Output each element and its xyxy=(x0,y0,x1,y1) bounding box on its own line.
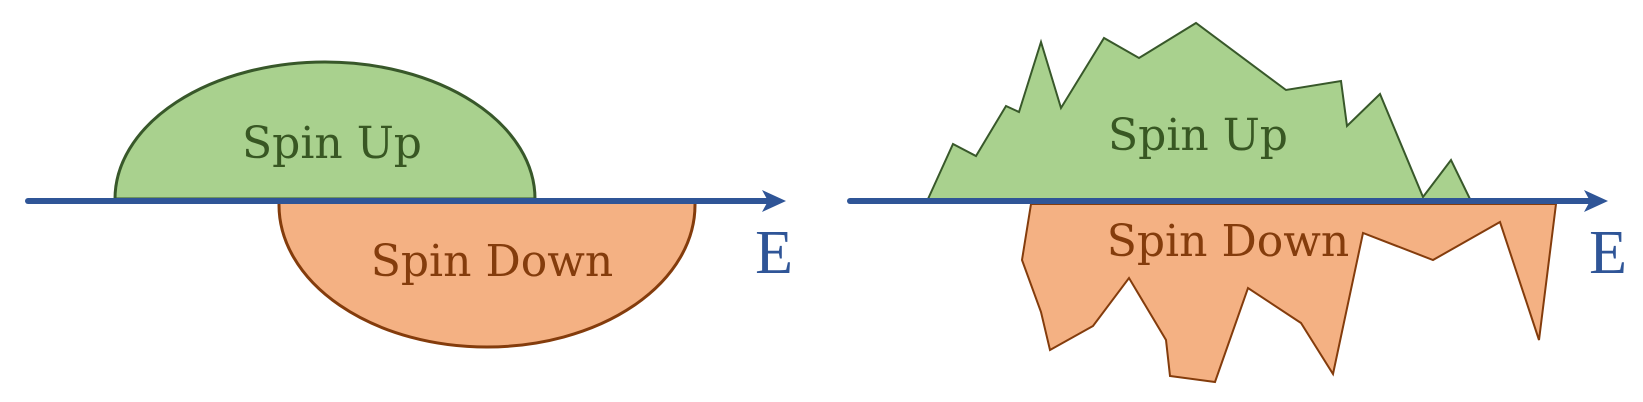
left-axis-label: E xyxy=(755,219,793,287)
left-axis-arrowhead xyxy=(762,190,786,212)
left-spin-down-band xyxy=(277,202,697,349)
right-spin-up-dos xyxy=(926,21,1472,200)
left-spin-up-band xyxy=(113,60,537,201)
right-spin-down-dos xyxy=(1020,203,1558,384)
right-panel: Spin Up Spin Down E xyxy=(847,21,1627,384)
right-axis-label: E xyxy=(1589,219,1627,287)
left-panel: Spin Up Spin Down E xyxy=(25,60,793,349)
left-spin-up-label: Spin Up xyxy=(242,118,422,169)
right-axis-arrowhead xyxy=(1584,190,1608,212)
right-spin-down-label: Spin Down xyxy=(1107,216,1349,267)
right-spin-up-label: Spin Up xyxy=(1108,110,1288,161)
left-spin-down-label: Spin Down xyxy=(371,236,613,287)
